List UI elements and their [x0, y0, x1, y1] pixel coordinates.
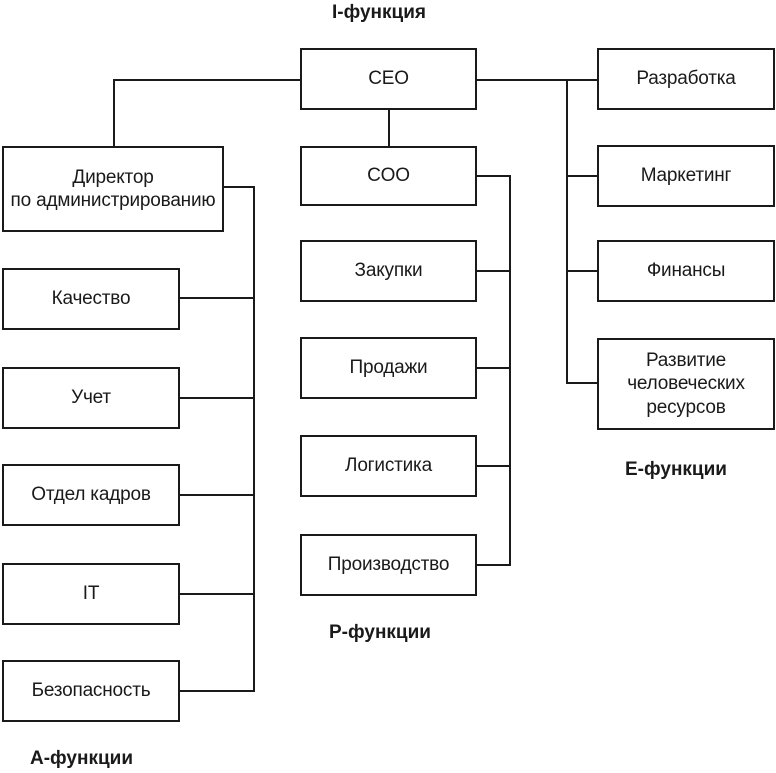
hr-development-box: Развитие человеческих ресурсов [597, 338, 775, 430]
i-functions-label: I-функция [332, 2, 426, 23]
connector-p-functions-bus [476, 175, 511, 566]
marketing-box: Маркетинг [597, 145, 775, 207]
sales-box: Продажи [300, 337, 477, 399]
development-box: Разработка [597, 48, 775, 110]
p-functions-label: P-функции [329, 622, 431, 643]
quality-box: Качество [2, 268, 180, 330]
connector-e-functions-bus [566, 80, 597, 384]
logistics-box: Логистика [300, 435, 477, 497]
purchasing-box: Закупки [300, 240, 477, 302]
hr-department-box: Отдел кадров [2, 464, 180, 526]
admin-director-box: Директор по администрированию [2, 146, 224, 232]
coo-box: COO [300, 146, 477, 206]
connector-a-functions-bus [179, 186, 255, 692]
e-functions-label: E-функции [625, 459, 727, 480]
a-functions-label: A-функции [30, 748, 134, 769]
connector-ceo-admin-director [113, 79, 300, 146]
finance-box: Финансы [597, 240, 775, 302]
ceo-box: CEO [300, 48, 477, 110]
it-box: IT [2, 563, 180, 625]
production-box: Производство [300, 534, 477, 596]
security-box: Безопасность [2, 660, 180, 722]
accounting-box: Учет [2, 367, 180, 429]
